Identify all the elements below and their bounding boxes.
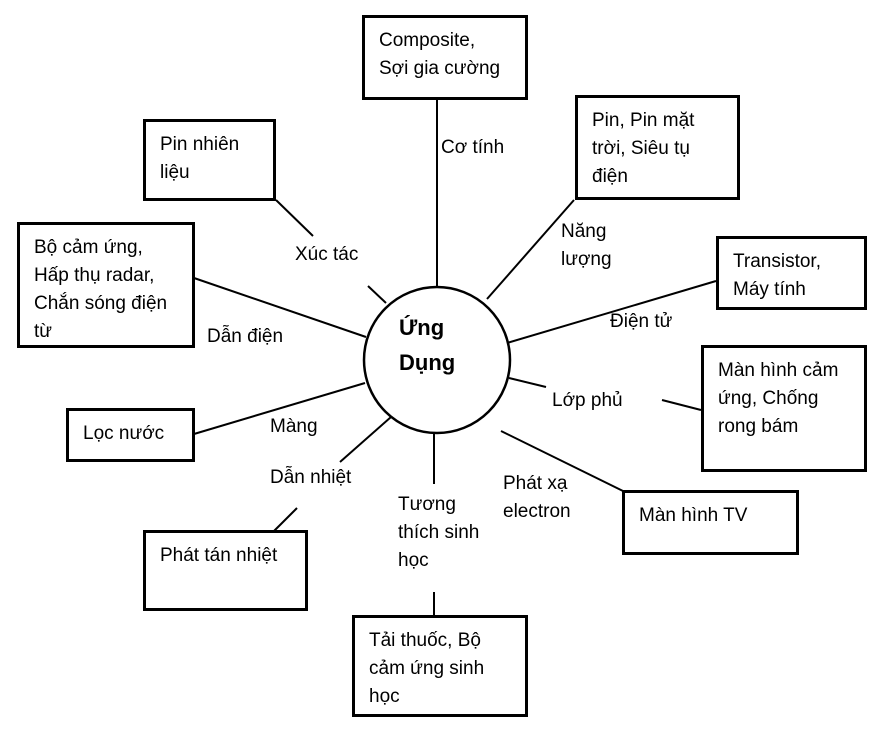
property-label-tuong-thich: Tương thích sinh học	[398, 494, 480, 571]
app-box-drug-biosensor: Tải thuốc, Bộ cảm ứng sinh học	[352, 615, 528, 717]
property-label-dien-tu: Điện tử	[610, 311, 673, 332]
app-box-sensor-radar: Bộ cảm ứng, Hấp thụ radar, Chắn sóng điệ…	[17, 222, 195, 348]
connector-lop-phu-inner	[508, 377, 547, 388]
connector-phat-xa	[500, 430, 624, 492]
app-box-touchscreen: Màn hình cảm ứng, Chống rong bám	[701, 345, 867, 472]
connector-xuc-tac-inner	[367, 285, 387, 304]
property-label-nang-luong: Năng lượng	[561, 221, 612, 270]
connector-dan-dien	[193, 277, 367, 338]
app-box-water-filter: Lọc nước	[66, 408, 195, 462]
property-label-co-tinh: Cơ tính	[441, 137, 505, 158]
connector-dien-tu	[506, 280, 717, 344]
center-node-label: Ứng Dụng	[399, 315, 456, 375]
app-box-transistor: Transistor, Máy tính	[716, 236, 867, 310]
property-label-dan-dien: Dẫn điện	[207, 326, 284, 347]
connector-xuc-tac-outer	[275, 199, 314, 237]
property-label-mang: Màng	[270, 416, 318, 437]
property-label-phat-xa: Phát xạ electron	[503, 473, 571, 522]
app-box-fuel-cell: Pin nhiên liệu	[143, 119, 276, 201]
property-label-lop-phu: Lớp phủ	[552, 390, 623, 411]
connector-dan-nhiet-inner	[339, 416, 392, 463]
app-box-pin-solar: Pin, Pin mặt trời, Siêu tụ điện	[575, 95, 740, 200]
connector-nang-luong	[486, 199, 575, 300]
connector-mang	[193, 382, 366, 435]
app-box-heat-dissipation: Phát tán nhiệt	[143, 530, 308, 611]
app-box-composite: Composite, Sợi gia cường	[362, 15, 528, 100]
connector-lop-phu-outer	[661, 399, 702, 411]
property-label-dan-nhiet: Dẫn nhiệt	[270, 467, 352, 488]
center-circle	[362, 285, 512, 435]
connector-dan-nhiet-outer	[273, 507, 298, 532]
property-label-xuc-tac: Xúc tác	[295, 244, 359, 265]
app-box-tv-screen: Màn hình TV	[622, 490, 799, 555]
